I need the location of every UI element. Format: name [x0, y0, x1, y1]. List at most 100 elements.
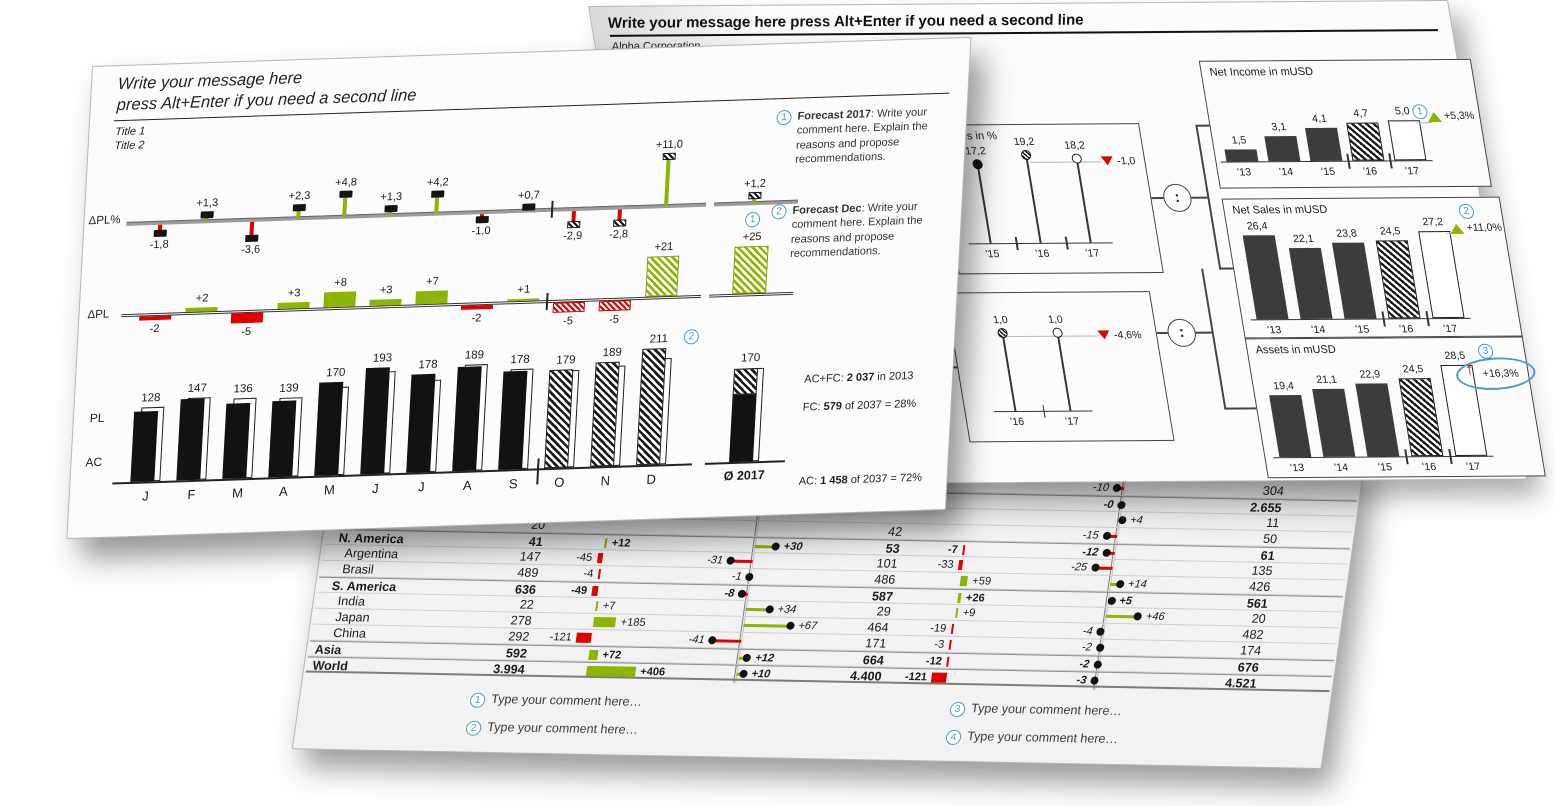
variance-pin-dot — [1112, 483, 1122, 493]
tree-connector — [1195, 331, 1212, 334]
kpi-fc-share: FC: 579 of 2037 = 28% — [802, 397, 917, 414]
ac-column — [130, 410, 159, 482]
variance-pin-dot — [1089, 676, 1099, 685]
avg-axis-label: Ø 2017 — [723, 467, 766, 484]
bar-value-label: 22,1 — [1292, 233, 1315, 246]
year-label: '14 — [1278, 166, 1295, 179]
bar-value-label: 5,0 — [1394, 105, 1411, 118]
variance-pin-label: +14 — [1127, 578, 1148, 591]
pin-value-label: 19,2 — [1012, 135, 1036, 148]
variance-pin-dot — [1116, 501, 1127, 510]
growth-arrow-up-icon — [1426, 112, 1443, 123]
division-operator-2: : — [1165, 318, 1199, 347]
comment-4-text[interactable]: Type your comment here… — [966, 729, 1120, 747]
roa-page-title[interactable]: Write your message here press Alt+Enter … — [606, 9, 1439, 37]
bar — [1224, 149, 1259, 162]
year-label: '17 — [1465, 460, 1482, 473]
row-label: Argentina — [343, 546, 400, 562]
pin-marker — [566, 220, 580, 229]
variance-bar — [645, 255, 680, 297]
bar-value-label: 21,1 — [1315, 374, 1338, 387]
ac-column — [268, 399, 297, 478]
comment-1-text[interactable]: Type your comment here… — [490, 692, 644, 709]
pin-stem — [664, 156, 671, 207]
variance-bar — [948, 639, 952, 650]
pin-marker — [475, 215, 489, 223]
pin-marker — [199, 211, 214, 219]
column-value-label: 178 — [510, 353, 530, 367]
pin-stem — [1001, 333, 1017, 412]
pin-marker — [612, 218, 626, 227]
page-monthly-pl: Write your message here press Alt+Enter … — [66, 36, 972, 540]
bar-value-label: +8 — [334, 276, 348, 289]
year-label: '15 — [1377, 461, 1394, 474]
variance-bar — [955, 607, 959, 618]
month-label: F — [187, 486, 196, 503]
variance-pin-label: -2 — [1081, 641, 1093, 654]
variance-bar-label: -19 — [929, 622, 948, 635]
variance-pin-label: +5 — [1118, 595, 1133, 608]
category-axis — [1220, 160, 1433, 163]
year-label: '15 — [984, 248, 1001, 261]
bar-value-label: -5 — [562, 314, 574, 328]
month-label: N — [600, 473, 611, 489]
pin-value-label: 1,0 — [992, 314, 1009, 327]
tree-connector — [1191, 196, 1208, 199]
variance-pin-label: +46 — [1145, 610, 1166, 623]
tree-connector — [1201, 268, 1226, 409]
year-label: '16 — [1034, 247, 1051, 260]
bar — [1331, 242, 1377, 319]
delta-arrow-down-icon — [1100, 156, 1114, 166]
pin-dot — [996, 328, 1009, 339]
variance-bar — [598, 300, 632, 311]
bar-value-label: +7 — [425, 275, 440, 288]
bar — [1375, 239, 1421, 319]
trend-line — [1006, 335, 1099, 338]
variance-pin-label: +30 — [782, 540, 804, 553]
variance-bar — [230, 312, 264, 324]
column-value-label: 189 — [602, 346, 623, 360]
report-title[interactable]: Write your message here press Alt+Enter … — [116, 64, 418, 116]
bar-value-label: -2 — [471, 312, 482, 325]
comment-3-text[interactable]: Type your comment here… — [970, 701, 1123, 719]
pin-value-label: 18,2 — [1063, 139, 1086, 152]
column-value-label: 136 — [233, 382, 254, 396]
tree-connector — [1224, 407, 1257, 410]
bar-value-label: 24,5 — [1401, 362, 1425, 375]
pin-value-label: +4,8 — [334, 176, 358, 190]
tree-connector — [1195, 124, 1210, 127]
pin-marker — [521, 203, 536, 211]
pin-dot — [971, 159, 984, 170]
variance-pin-label: +10 — [750, 668, 772, 681]
variance-bar-label: +406 — [639, 665, 666, 679]
variance-bar-label: -121 — [904, 670, 928, 684]
row-label: Japan — [334, 610, 371, 625]
month-label: O — [553, 474, 565, 490]
variance-bar — [591, 585, 599, 597]
bar-value-label: 24,5 — [1378, 224, 1402, 238]
pin-stem — [976, 164, 992, 244]
pin-value-label: +1,2 — [743, 177, 767, 191]
variance-pin-label: -4 — [1082, 625, 1094, 638]
comment-ref-1: 1 — [776, 109, 792, 126]
variance-bar — [588, 649, 599, 661]
year-label: '16 — [1362, 165, 1379, 178]
pin-value-label: +0,7 — [517, 189, 541, 202]
value-cell-1: 3.994 — [492, 662, 526, 677]
year-label: '17 — [1064, 415, 1081, 428]
subtitle-2: Title 2 — [114, 139, 145, 153]
comment-2-text[interactable]: Type your comment here… — [486, 719, 640, 737]
variance-bar-label: +185 — [619, 616, 647, 629]
variance-pin-dot — [742, 653, 752, 663]
row-label: Asia — [313, 642, 343, 658]
category-axis — [1250, 317, 1471, 321]
variance-pin-dot — [1133, 612, 1143, 621]
